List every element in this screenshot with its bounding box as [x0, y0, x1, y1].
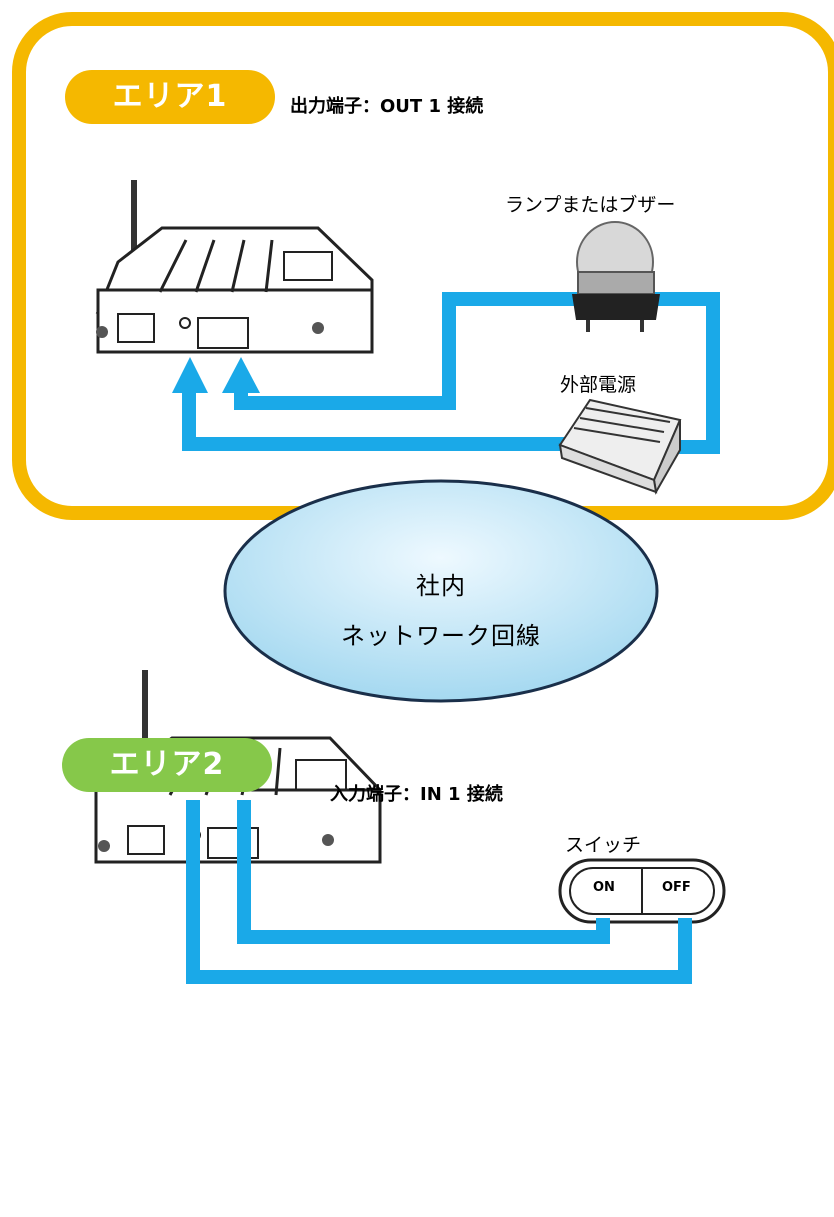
wire-segment — [237, 930, 610, 944]
arrow-up-icon — [172, 357, 208, 393]
lamp-label: ランプまたはブザー — [505, 194, 676, 216]
area1-badge: エリア1 — [65, 70, 275, 124]
network-cloud: 社内 ネットワーク回線 — [222, 478, 660, 704]
switch-label: スイッチ — [565, 834, 642, 856]
wire-segment — [706, 292, 720, 454]
wire-segment — [186, 800, 200, 984]
switch-off-label: OFF — [662, 880, 691, 895]
wire-segment — [234, 396, 456, 410]
cloud-icon — [223, 479, 659, 703]
switch-icon — [558, 858, 726, 924]
area1-connection-label: 出力端子：OUT 1 接続 — [290, 96, 484, 117]
battery-icon — [558, 398, 682, 495]
wire-segment — [655, 292, 720, 306]
switch-on-label: ON — [593, 880, 615, 895]
wire-segment — [596, 918, 610, 944]
lamp-icon — [572, 221, 660, 332]
wire-segment — [678, 918, 692, 984]
network-label-line1: 社内 — [416, 572, 466, 600]
arrow-up-icon — [222, 357, 260, 393]
wire-segment — [442, 292, 456, 410]
area2-badge: エリア2 — [62, 738, 272, 792]
power-supply-label: 外部電源 — [560, 374, 637, 396]
wire-segment — [442, 292, 582, 306]
area2-connection-label: 入力端子：IN 1 接続 — [330, 784, 503, 805]
network-label-line2: ネットワーク回線 — [341, 622, 541, 650]
router-device-icon — [95, 180, 374, 354]
wire-segment — [237, 800, 251, 944]
wire-segment — [182, 437, 567, 451]
wire-segment — [182, 385, 196, 451]
wire-segment — [186, 970, 692, 984]
